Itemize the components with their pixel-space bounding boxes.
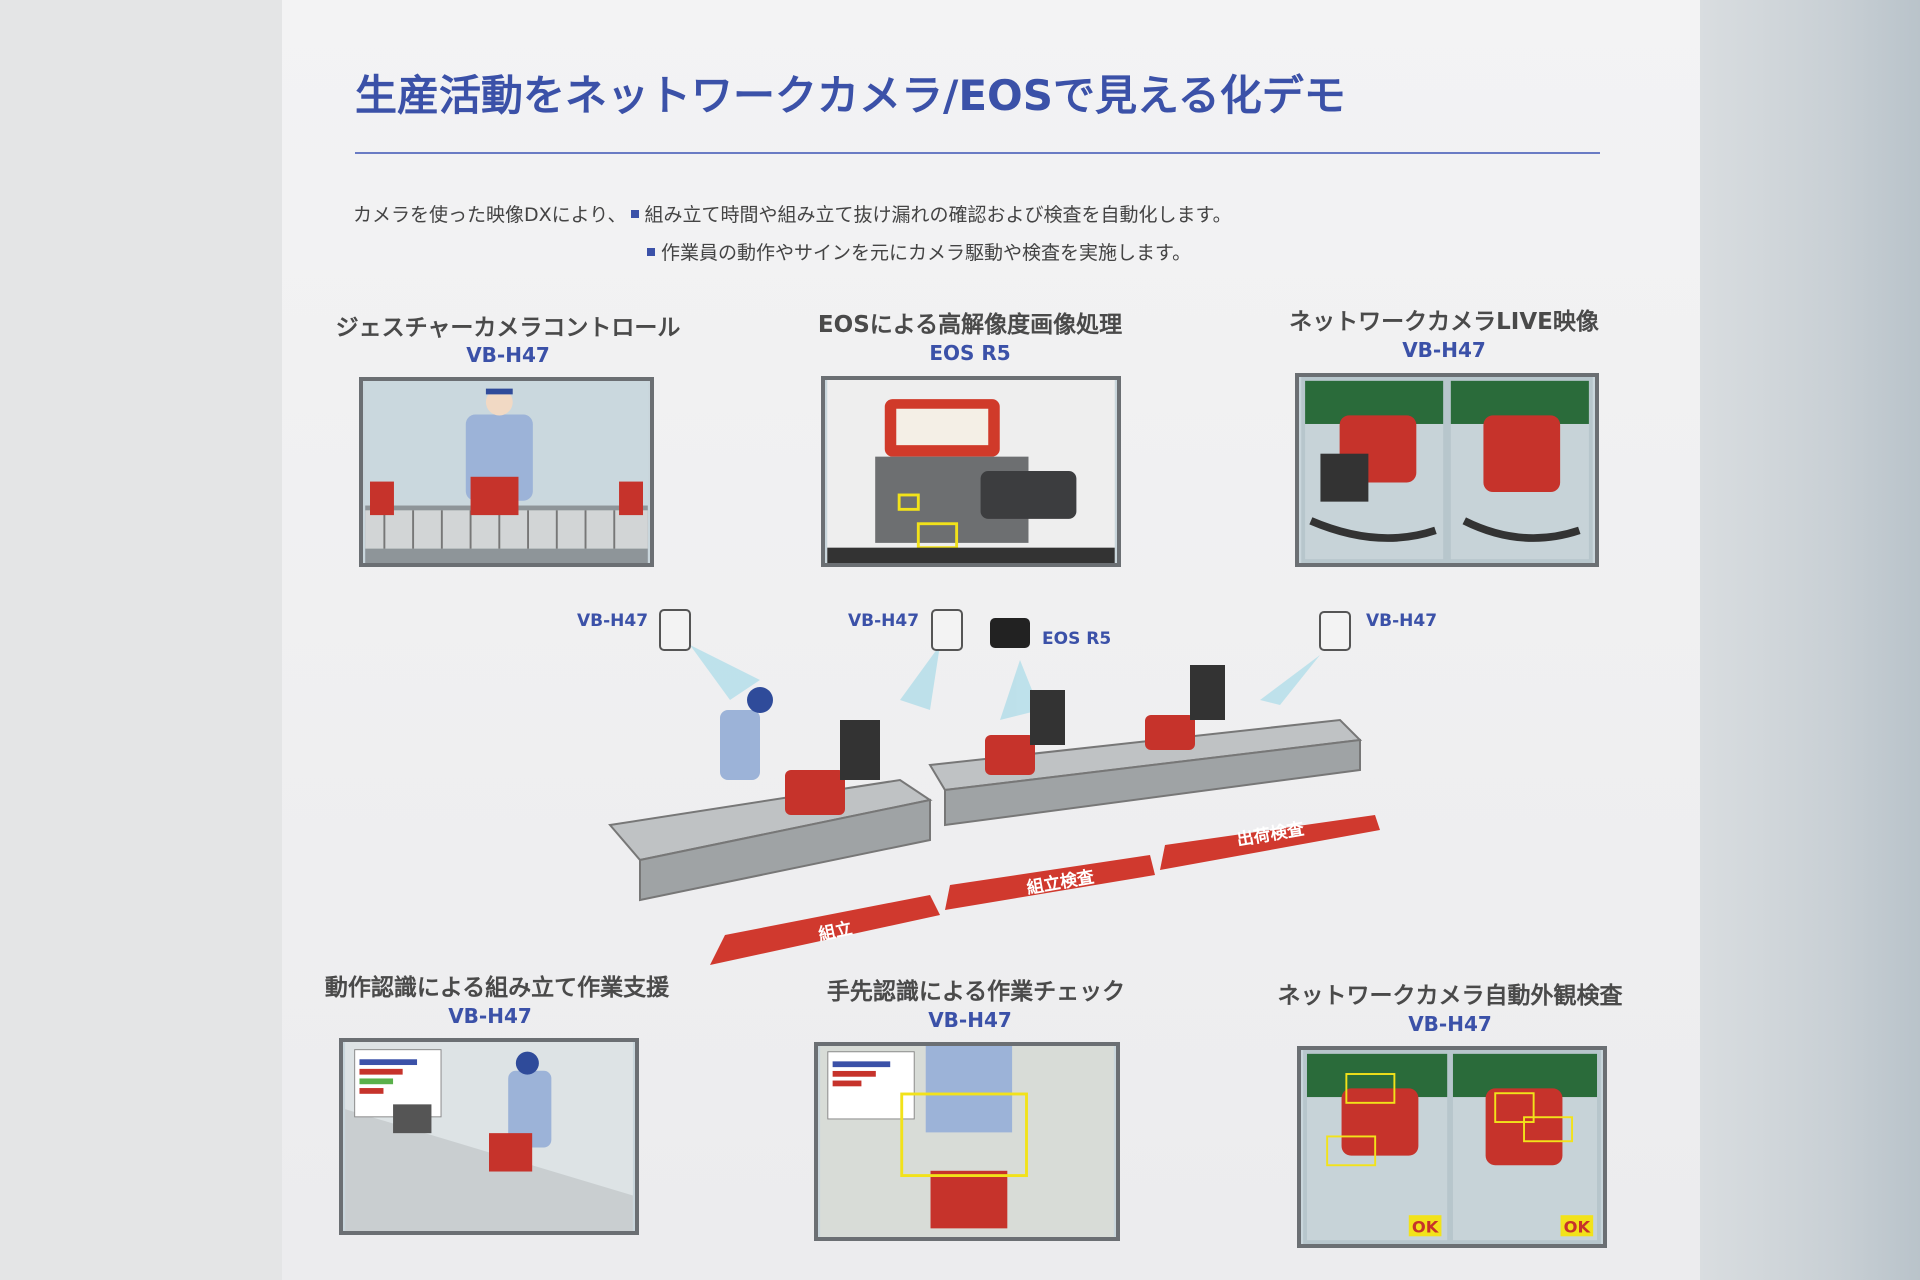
panel-title-inspection: ネットワークカメラ自動外観検査 [1277,983,1623,1009]
camera-icons [659,609,1351,651]
live-view-illustration [1295,373,1599,567]
ok-badge: OK [1564,1217,1592,1236]
gesture-illustration [359,377,654,567]
panel-title-gesture: ジェスチャーカメラコントロール [335,315,681,341]
camera-label: VB-H47 [848,611,920,631]
bullet-icon [647,248,655,256]
hand-recognition-illustration [814,1042,1120,1241]
poster-title: 生産活動をネットワークカメラ/EOSで見える化デモ [355,71,1346,120]
description-lead: カメラを使った映像DXにより、 [353,204,627,226]
panel-title-motion: 動作認識による組み立て作業支援 [324,975,670,1001]
camera-label: VB-H47 [577,611,649,631]
motion-recognition-illustration [339,1038,639,1235]
machines [785,715,1195,815]
description-line-2: 作業員の動作やサインを元にカメラ駆動や検査を実施します。 [643,238,1191,265]
camera-label: VB-H47 [1366,611,1438,631]
description-point: 作業員の動作やサインを元にカメラ駆動や検査を実施します。 [661,242,1192,264]
panel-title-eos: EOSによる高解像度画像処理 [817,312,1123,338]
panel-title-live: ネットワークカメラLIVE映像 [1289,309,1599,335]
eos-camera-icon [990,618,1030,648]
title-divider [355,152,1600,154]
description-point: 組み立て時間や組み立て抜け漏れの確認および検査を自動化します。 [644,204,1232,226]
camera-label: EOS R5 [1042,629,1112,649]
camera-light-beams [690,645,1320,720]
ok-badge: OK [1412,1217,1440,1236]
conveyor [608,718,1363,902]
worker [720,710,760,780]
panel-model-hand: VB-H47 [928,1008,1012,1032]
description-line-1: カメラを使った映像DXにより、組み立て時間や組み立て抜け漏れの確認および検査を自… [353,200,1232,227]
panel-model-gesture: VB-H47 [466,343,550,367]
stage-arrows [710,815,1380,965]
bullet-icon [630,210,639,218]
panel-model-live: VB-H47 [1402,338,1486,362]
production-line-diagram [600,590,1400,980]
panel-model-motion: VB-H47 [448,1004,532,1028]
panel-model-eos: EOS R5 [929,341,1011,365]
panel-title-hand: 手先認識による作業チェック [826,979,1126,1005]
panel-model-inspection: VB-H47 [1408,1012,1492,1036]
eos-illustration [821,376,1121,567]
visual-inspection-illustration: OK OK [1297,1046,1607,1248]
glass-wall [1700,0,1920,1280]
